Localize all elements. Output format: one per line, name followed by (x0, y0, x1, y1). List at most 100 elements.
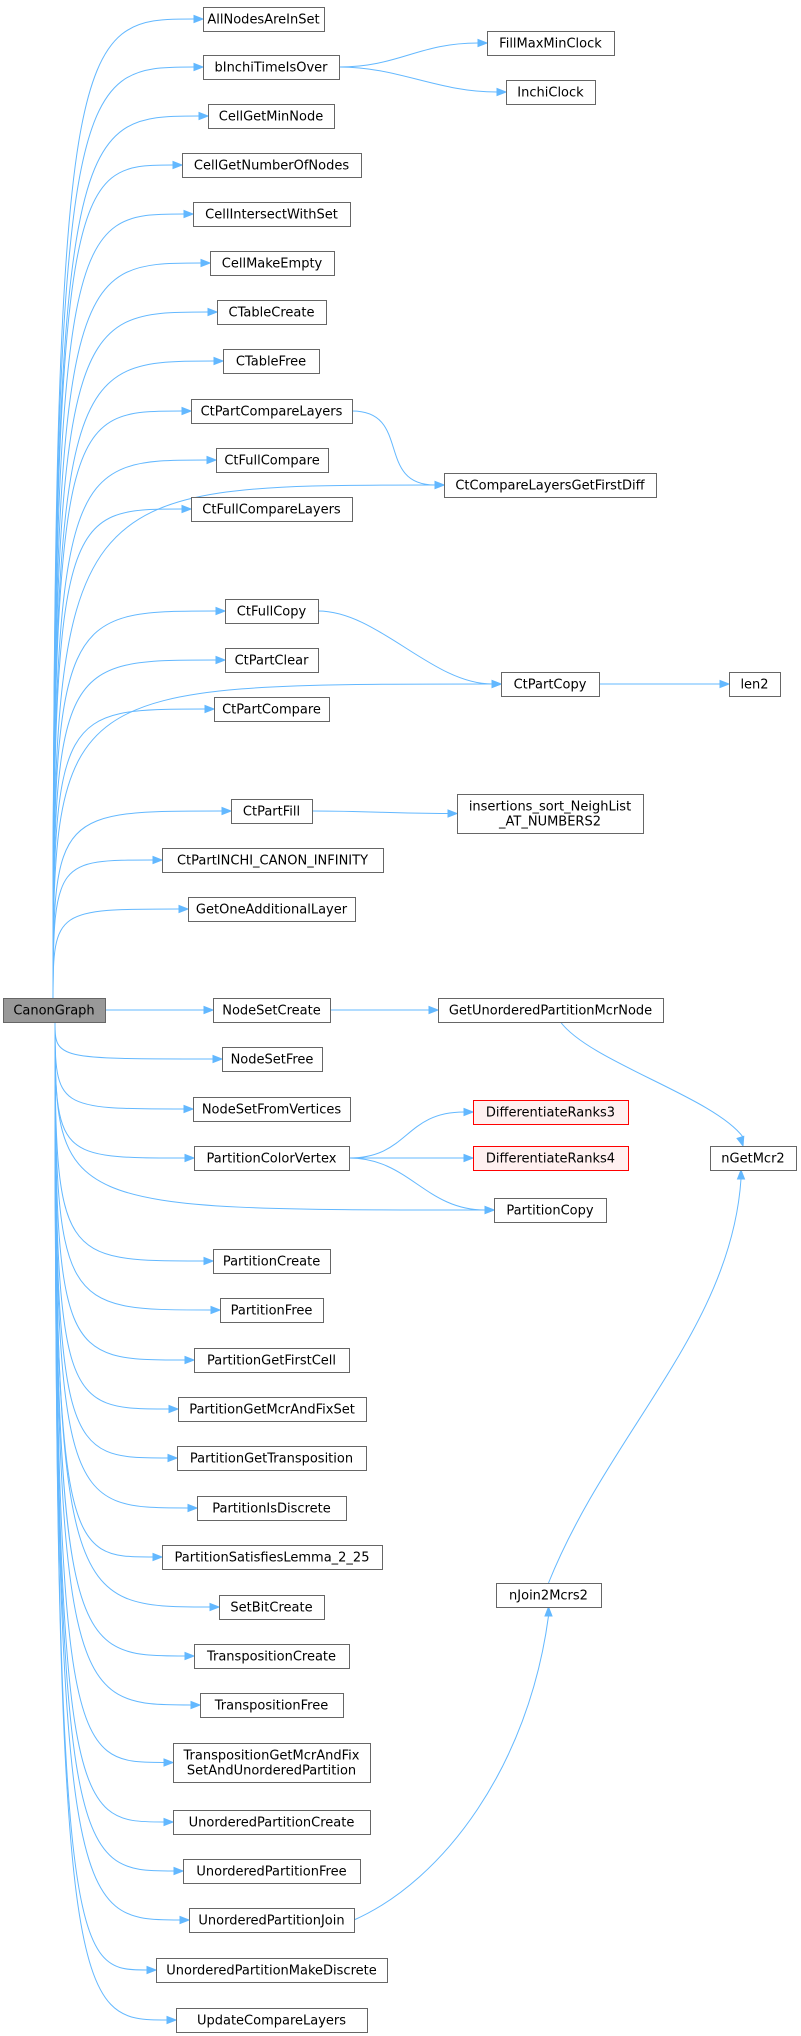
node-cellempty[interactable]: CellMakeEmpty (210, 251, 335, 276)
edge-arrowhead (183, 209, 195, 219)
node-label: FillMaxMinClock (499, 37, 602, 52)
node-ngetmcr2[interactable]: nGetMcr2 (710, 1146, 797, 1171)
edge-arrowhead (173, 1866, 185, 1876)
edge-arrowhead (447, 809, 459, 818)
node-ctpartcmplayers[interactable]: CtPartCompareLayers (191, 399, 353, 424)
node-len2[interactable]: len2 (729, 672, 781, 697)
node-label: CTableFree (236, 355, 306, 370)
edge-arrowhead (209, 1602, 221, 1612)
edge-arrowhead (200, 258, 212, 268)
node-partfree[interactable]: PartitionFree (220, 1298, 324, 1323)
node-ctablefree[interactable]: CTableFree (223, 349, 320, 374)
edge-canon-to-ctpartinf (52, 859, 154, 999)
edge-canon-to-uopfree (54, 1021, 175, 1872)
node-ctablecreate[interactable]: CTableCreate (217, 300, 327, 325)
node-box (473, 1146, 629, 1171)
node-ctfullcopy[interactable]: CtFullCopy (225, 599, 319, 624)
edge-canon-to-uopcreate (54, 1021, 165, 1823)
edge-arrowhead (163, 1817, 175, 1827)
node-njoin2[interactable]: nJoin2Mcrs2 (496, 1583, 602, 1608)
node-nodesetfromv[interactable]: NodeSetFromVertices (193, 1097, 351, 1122)
node-label: nJoin2Mcrs2 (509, 1589, 588, 1604)
node-uopdiscrete[interactable]: UnorderedPartitionMakeDiscrete (156, 1958, 388, 1983)
edge-arrowhead (544, 1605, 553, 1617)
node-box (193, 202, 351, 227)
edge-binchi-to-inchiclock (338, 66, 498, 93)
node-nodesetfree[interactable]: NodeSetFree (222, 1047, 323, 1072)
edge-arrowhead (215, 606, 227, 616)
node-diffranks3[interactable]: DifferentiateRanks3 (473, 1100, 629, 1125)
node-nodesetcreate[interactable]: NodeSetCreate (213, 998, 331, 1023)
node-label: GetUnorderedPartitionMcrNode (449, 1004, 652, 1019)
node-getunordered[interactable]: GetUnorderedPartitionMcrNode (438, 998, 664, 1023)
edge-canon-to-transpfree (54, 1021, 192, 1706)
node-box (457, 794, 644, 834)
edge-arrowhead (463, 1107, 475, 1117)
node-partfirstcell[interactable]: PartitionGetFirstCell (194, 1348, 350, 1373)
node-cellnum[interactable]: CellGetNumberOfNodes (182, 153, 362, 178)
node-allnodes[interactable]: AllNodesAreInSet (203, 7, 325, 32)
node-insertions[interactable]: insertions_sort_NeighList_AT_NUMBERS2 (457, 794, 644, 834)
node-partcopy[interactable]: PartitionCopy (494, 1198, 607, 1223)
node-ctpartcmp[interactable]: CtPartCompare (214, 697, 330, 722)
node-partcolor[interactable]: PartitionColorVertex (194, 1146, 350, 1171)
node-uopfree[interactable]: UnorderedPartitionFree (183, 1859, 361, 1884)
node-ctfullcmp[interactable]: CtFullCompare (216, 448, 329, 473)
node-ctpartcopy[interactable]: CtPartCopy (501, 672, 600, 697)
node-box (219, 1595, 325, 1620)
node-partdiscrete[interactable]: PartitionIsDiscrete (197, 1496, 347, 1521)
node-box (473, 1100, 629, 1125)
edges-layer (52, 14, 746, 2025)
node-transpfree[interactable]: TranspositionFree (200, 1693, 344, 1718)
edge-canon-to-partdiscrete (54, 1021, 189, 1509)
node-inchiclock[interactable]: InchiClock (506, 80, 596, 105)
node-fillmax[interactable]: FillMaxMinClock (487, 31, 615, 56)
node-label: UnorderedPartitionJoin (198, 1914, 344, 1929)
edge-arrowhead (193, 14, 205, 24)
edge-arrowhead (152, 855, 164, 865)
node-setbit[interactable]: SetBitCreate (219, 1595, 325, 1620)
node-box (191, 399, 353, 424)
node-label: UnorderedPartitionCreate (189, 1816, 355, 1831)
node-label: PartitionIsDiscrete (212, 1502, 330, 1517)
node-ctcmplayersdiff[interactable]: CtCompareLayersGetFirstDiff (444, 473, 657, 498)
edge-canon-to-partcreate (54, 1021, 205, 1262)
node-cellintersect[interactable]: CellIntersectWithSet (193, 202, 351, 227)
node-label: CtPartFill (243, 805, 300, 820)
edge-arrowhead (463, 1153, 475, 1163)
node-box (183, 1859, 361, 1884)
node-uopcreate[interactable]: UnorderedPartitionCreate (173, 1810, 371, 1835)
node-updatecmp[interactable]: UpdateCompareLayers (176, 2008, 368, 2033)
node-ctpartinf[interactable]: CtPartINCHI_CANON_INFINITY (162, 848, 384, 873)
edge-canon-to-partlemma (54, 1021, 154, 1558)
node-canon[interactable]: CanonGraph (3, 998, 106, 1023)
node-box (194, 1146, 350, 1171)
edge-arrowhead (179, 1915, 191, 1925)
node-parttransp[interactable]: PartitionGetTransposition (177, 1446, 367, 1471)
node-uopjoin[interactable]: UnorderedPartitionJoin (189, 1908, 355, 1933)
node-label: nGetMcr2 (721, 1152, 784, 1167)
node-getone[interactable]: GetOneAdditionalLayer (188, 897, 356, 922)
node-box (188, 897, 356, 922)
node-ctpartclear[interactable]: CtPartClear (225, 648, 319, 673)
node-partmcrfix[interactable]: PartitionGetMcrAndFixSet (178, 1397, 367, 1422)
node-ctfullcmplayers[interactable]: CtFullCompareLayers (191, 497, 353, 522)
node-cellminnode[interactable]: CellGetMinNode (208, 104, 335, 129)
edge-arrowhead (206, 455, 218, 465)
node-ctpartfill[interactable]: CtPartFill (231, 799, 313, 824)
edge-arrowhead (496, 87, 508, 97)
node-diffranks4[interactable]: DifferentiateRanks4 (473, 1146, 629, 1171)
edge-arrowhead (190, 1700, 202, 1710)
node-label: TranspositionGetMcrAndFix (183, 1749, 360, 1764)
edge-canon-to-ctfullcmplayers (52, 508, 183, 999)
node-partlemma[interactable]: PartitionSatisfiesLemma_2_25 (162, 1545, 383, 1570)
node-label: CtFullCompareLayers (202, 503, 341, 518)
node-partcreate[interactable]: PartitionCreate (213, 1249, 331, 1274)
node-transpmcr[interactable]: TranspositionGetMcrAndFixSetAndUnordered… (173, 1743, 371, 1783)
edge-arrowhead (210, 1305, 222, 1315)
edge-arrowhead (203, 1256, 215, 1266)
node-label: CellIntersectWithSet (205, 208, 338, 223)
node-binchi[interactable]: bInchiTimeIsOver (203, 55, 340, 80)
node-transpcreate[interactable]: TranspositionCreate (194, 1644, 350, 1669)
edge-canon-to-nodesetfromv (54, 1021, 185, 1110)
